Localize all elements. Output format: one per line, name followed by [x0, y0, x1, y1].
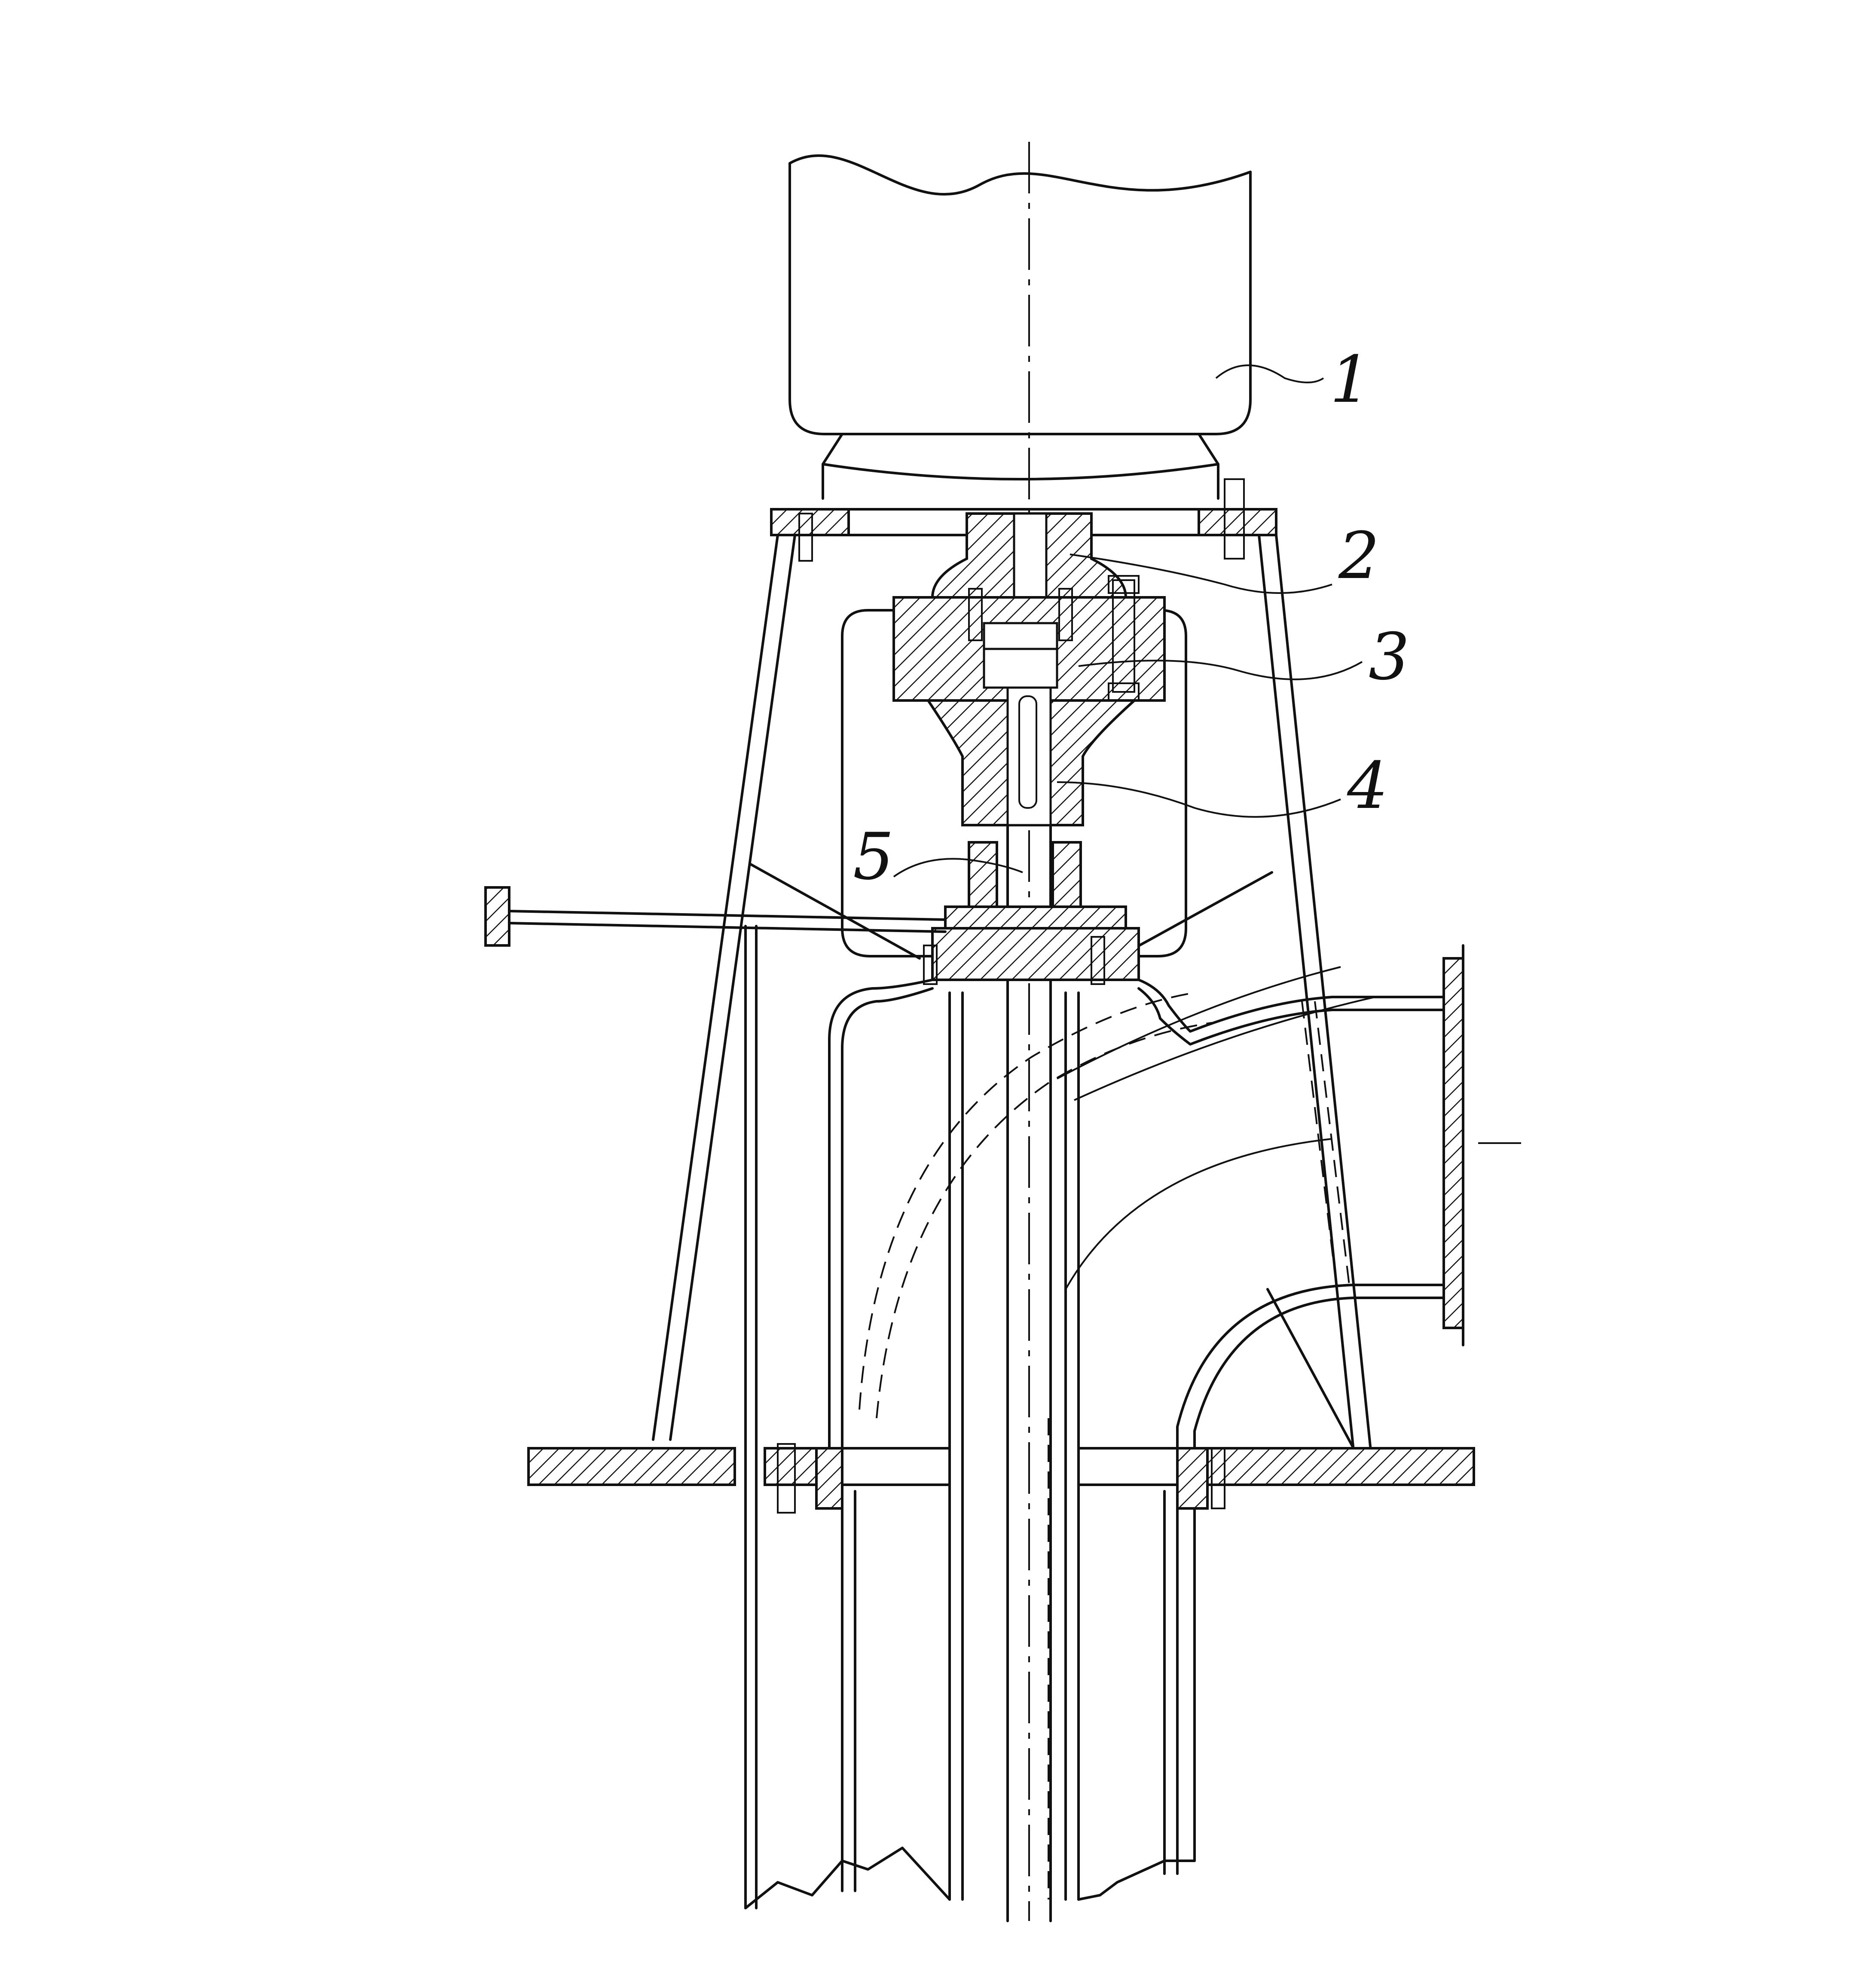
motor-body: [788, 154, 1252, 500]
column-pipes: [744, 991, 1196, 1909]
shaft-seal: [923, 841, 1140, 985]
coupling-guard: [841, 609, 1187, 957]
base-plate: [527, 1443, 1475, 1514]
leader-lines: [893, 364, 1363, 878]
label-motor: 1: [1330, 343, 1371, 417]
label-coupling-bolts: 3: [1369, 620, 1409, 694]
pump-casing: [828, 944, 1521, 1462]
label-upper-coupling: 2: [1338, 519, 1379, 593]
coupling-flange: [892, 575, 1166, 702]
flush-pipe: [484, 886, 947, 1909]
label-lower-coupling: 4: [1347, 749, 1388, 823]
pump-shaft: [1006, 824, 1052, 1922]
label-seal: 5: [853, 820, 894, 894]
